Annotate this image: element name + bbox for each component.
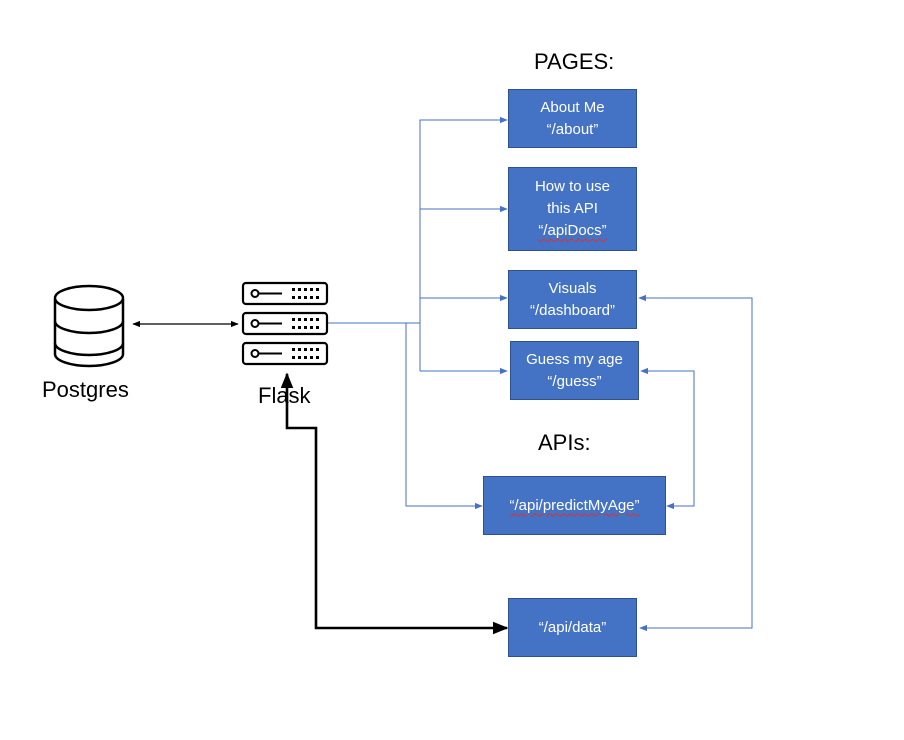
page-box-dashboard: Visuals “/dashboard” bbox=[508, 270, 637, 329]
database-icon bbox=[53, 284, 125, 368]
server-icon bbox=[241, 281, 329, 366]
box-line: Guess my age bbox=[526, 350, 623, 368]
page-box-apidocs: How to use this API “/apiDocs” bbox=[508, 167, 637, 251]
pages-heading: PAGES: bbox=[534, 49, 615, 74]
box-line: Visuals bbox=[548, 279, 597, 297]
postgres-label: Postgres bbox=[42, 377, 129, 402]
page-box-about: About Me “/about” bbox=[508, 89, 637, 148]
flask-to-predict-connector bbox=[405, 323, 483, 510]
box-line: How to use bbox=[534, 178, 611, 195]
box-line: this API bbox=[547, 200, 598, 217]
flask-label: Flask bbox=[258, 383, 311, 408]
flask-to-data-connector bbox=[280, 372, 509, 635]
box-line: “/apiDocs” bbox=[538, 222, 607, 239]
predict-to-guess-connector bbox=[640, 367, 695, 510]
apis-heading: APIs: bbox=[538, 430, 591, 455]
box-line: About Me bbox=[540, 98, 605, 116]
flask-to-about-connector bbox=[419, 116, 508, 371]
box-line: “/guess” bbox=[547, 372, 602, 390]
box-line: “/api/predictMyAge” bbox=[509, 496, 640, 514]
box-line: “/dashboard” bbox=[529, 301, 616, 319]
page-box-guess: Guess my age “/guess” bbox=[510, 341, 639, 400]
data-to-dashboard-connector bbox=[638, 294, 753, 632]
box-line: “/about” bbox=[546, 120, 599, 138]
api-box-data: “/api/data” bbox=[508, 598, 637, 657]
api-box-predict: “/api/predictMyAge” bbox=[483, 476, 666, 535]
box-line: “/api/data” bbox=[538, 618, 607, 636]
